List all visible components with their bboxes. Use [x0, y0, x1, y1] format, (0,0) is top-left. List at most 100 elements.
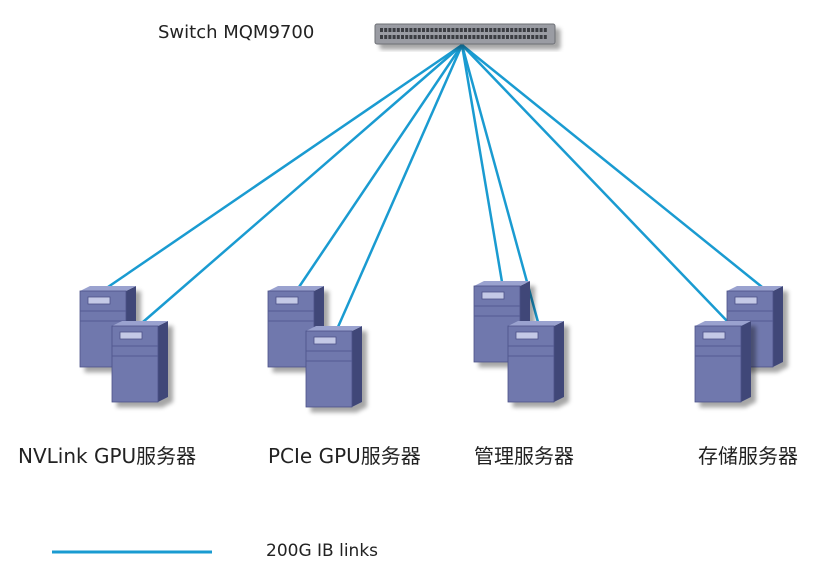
switch-port [485, 35, 488, 39]
switch-port [459, 35, 463, 39]
switch-port [468, 28, 472, 32]
switch-port [514, 28, 518, 32]
switch-port [493, 28, 497, 32]
switch-port [497, 35, 501, 39]
switch-port [476, 28, 480, 32]
switch-port [430, 28, 434, 32]
switch-port [392, 35, 396, 39]
switch-port [447, 28, 451, 32]
switch-port [422, 28, 425, 32]
switch-port [501, 35, 505, 39]
drive-bay [313, 336, 337, 345]
server [111, 321, 168, 403]
server-side [773, 286, 783, 367]
switch-port [447, 35, 451, 39]
server-top [112, 321, 168, 326]
server-top [474, 281, 530, 286]
switch-port [510, 28, 514, 32]
switch-port [380, 28, 383, 32]
switch-port [451, 28, 455, 32]
switch-port [426, 35, 430, 39]
switch-port [539, 35, 543, 39]
switch-port [405, 28, 409, 32]
switch-port [468, 35, 472, 39]
server-side [554, 321, 564, 402]
switch-port [531, 28, 535, 32]
switch-port [518, 28, 522, 32]
drive-bay [702, 331, 726, 340]
switch-port [480, 28, 484, 32]
switch-ports [380, 28, 547, 39]
ib-link [297, 44, 464, 288]
switch-port [506, 35, 509, 39]
server [305, 326, 362, 408]
ib-link [460, 44, 504, 283]
switch-port [493, 35, 497, 39]
switch-label: Switch MQM9700 [158, 22, 315, 43]
switch-port [438, 28, 442, 32]
switch-port [417, 35, 421, 39]
switch-port [464, 28, 467, 32]
switch-port [501, 28, 505, 32]
ib-link [142, 44, 463, 323]
server-side [158, 321, 168, 402]
switch-port [434, 35, 438, 39]
switch-port [489, 35, 493, 39]
ib-link [461, 44, 729, 323]
server [507, 321, 564, 403]
switch-port [384, 28, 388, 32]
legend-label: 200G IB links [266, 541, 379, 561]
switch-port [413, 28, 417, 32]
switch-port [535, 28, 539, 32]
switch-port [380, 35, 383, 39]
switch-port [392, 28, 396, 32]
server [694, 321, 751, 403]
ib-links [107, 43, 763, 328]
switch-port [531, 35, 535, 39]
switch-port [459, 28, 463, 32]
switch-port [451, 35, 455, 39]
switch-port [527, 28, 530, 32]
switch-port [522, 35, 526, 39]
drive-bay [119, 331, 143, 340]
group-label-storage: 存储服务器 [698, 444, 798, 468]
drive-bay [515, 331, 539, 340]
server-top [268, 286, 324, 291]
server-top [80, 286, 136, 291]
switch-port [455, 35, 459, 39]
switch-port [405, 35, 409, 39]
switch-port [422, 35, 425, 39]
switch-port [522, 28, 526, 32]
switch-port [430, 35, 434, 39]
servers [79, 281, 783, 408]
switch-port [409, 35, 413, 39]
switch-port [443, 28, 446, 32]
switch-port [434, 28, 438, 32]
drive-bay [87, 296, 111, 305]
switch-port [485, 28, 488, 32]
switch-port [539, 28, 543, 32]
ib-link [460, 44, 540, 323]
switch-port [535, 35, 539, 39]
server-side [741, 321, 751, 402]
switch-port [455, 28, 459, 32]
switch-port [388, 28, 392, 32]
switch-port [543, 35, 547, 39]
switch-port [514, 35, 518, 39]
ib-link [107, 43, 463, 289]
switch-port [476, 35, 480, 39]
switch-device [374, 23, 556, 45]
switch-port [388, 35, 392, 39]
switch-body [374, 23, 556, 45]
switch-port [489, 28, 493, 32]
switch-port [409, 28, 413, 32]
drive-bay [734, 296, 758, 305]
group-label-management: 管理服务器 [474, 444, 574, 468]
switch-port [472, 28, 476, 32]
group-label-pcie: PCIe GPU服务器 [268, 444, 421, 468]
switch-port [384, 35, 388, 39]
switch-port [518, 35, 522, 39]
switch-port [401, 28, 404, 32]
